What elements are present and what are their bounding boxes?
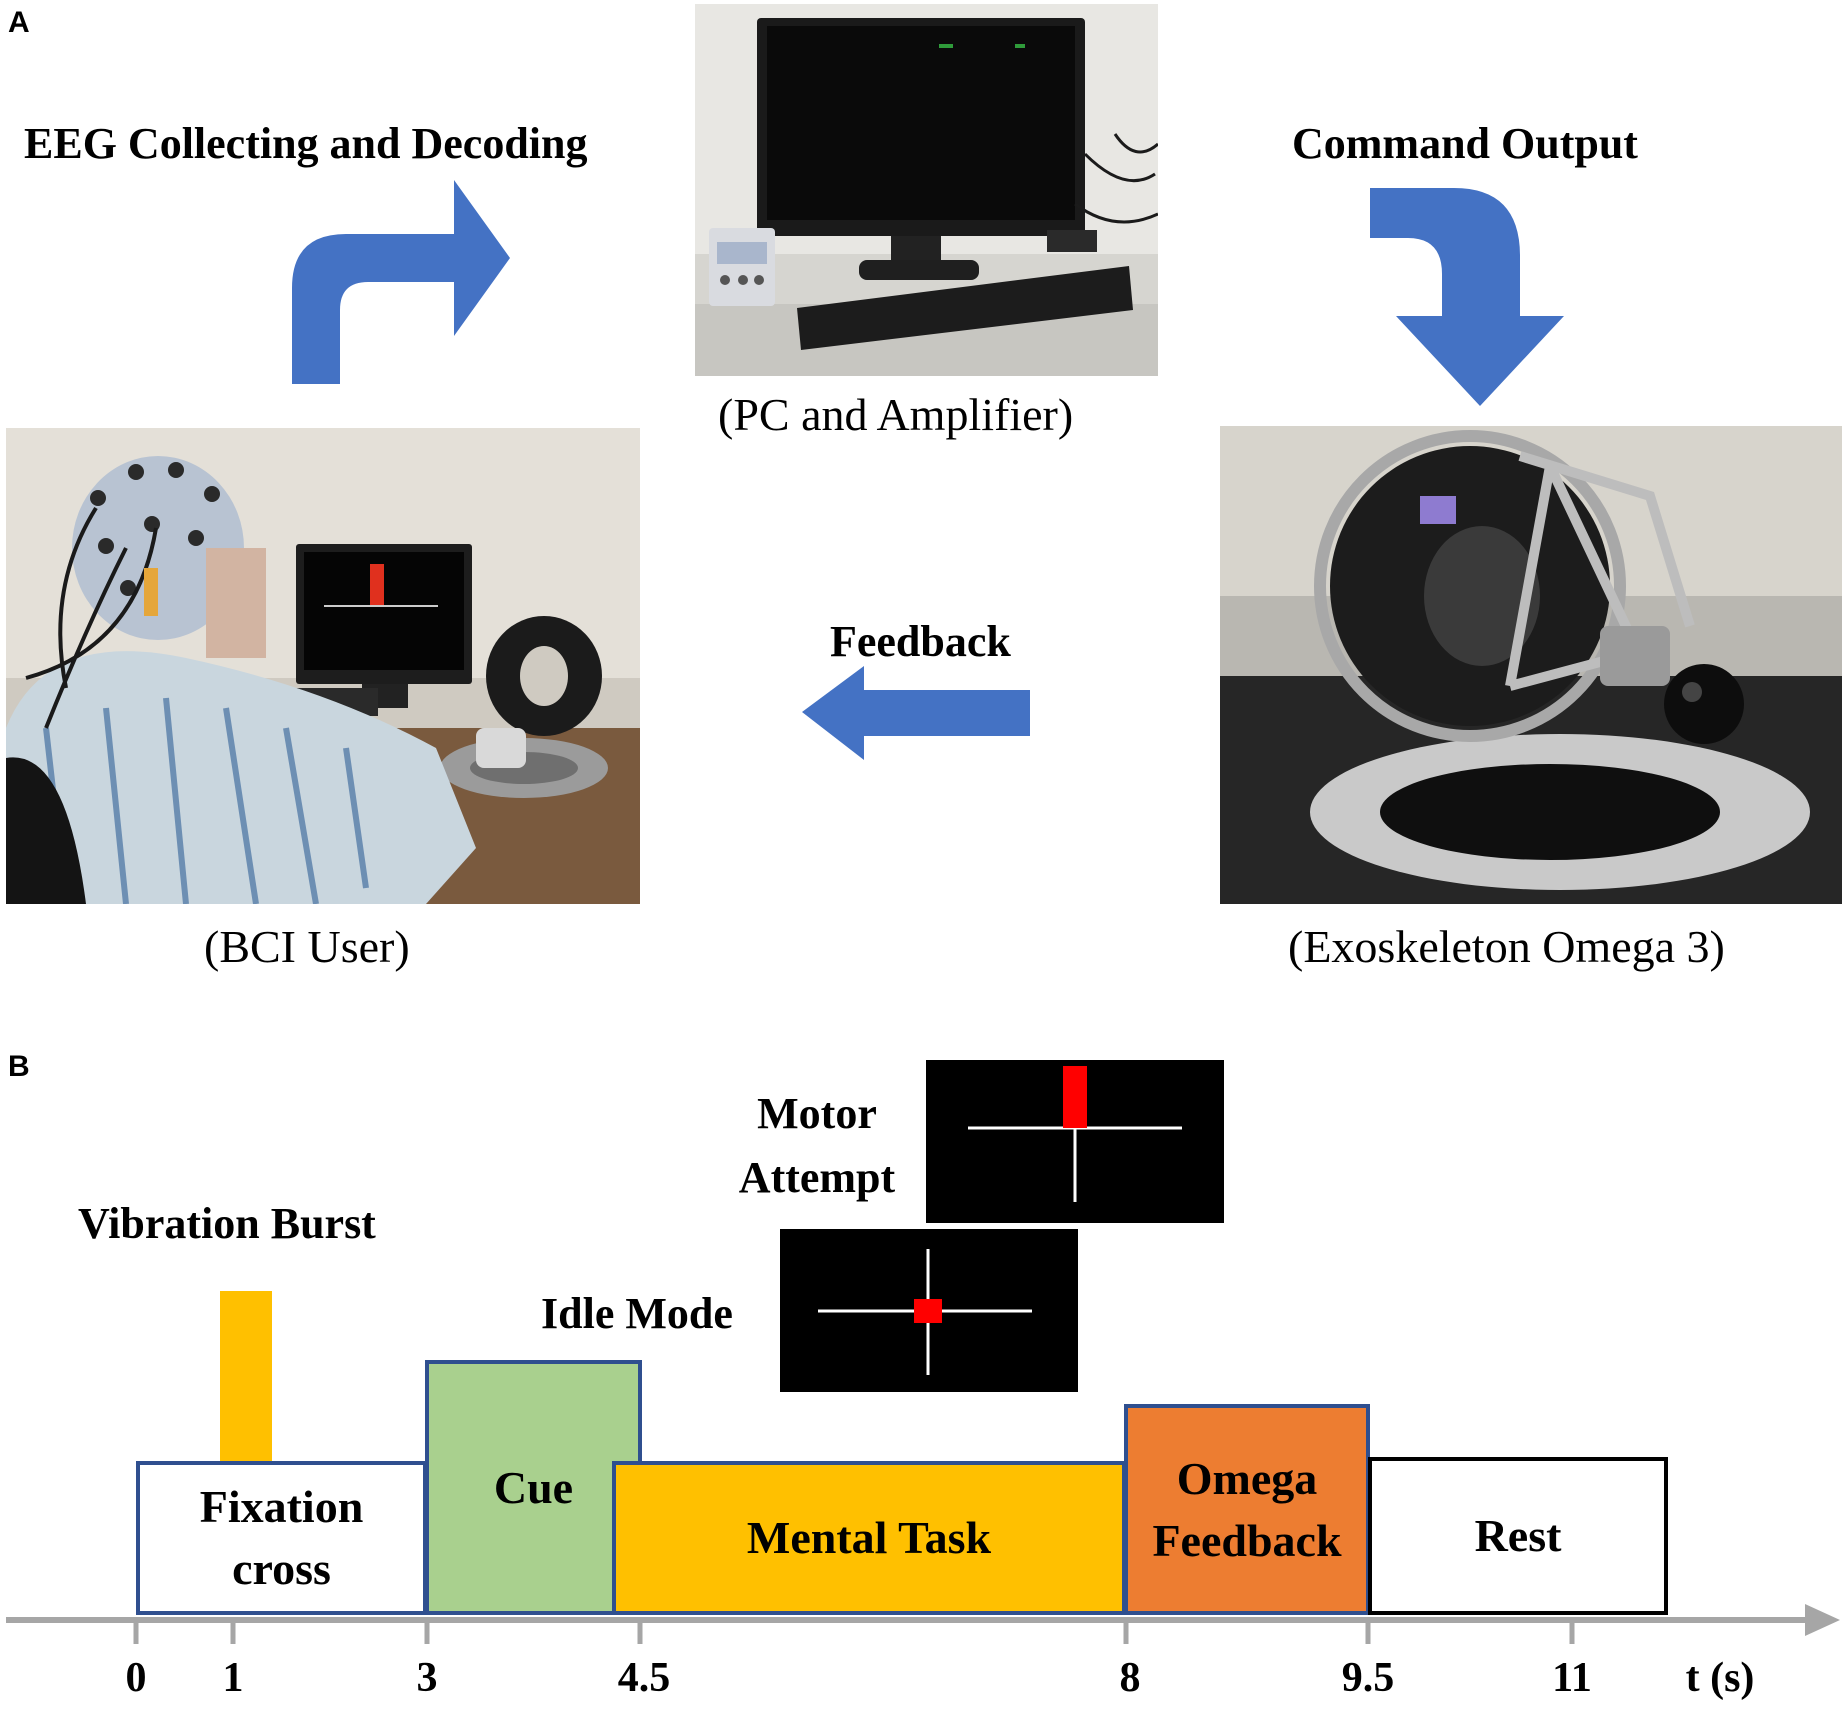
- axis-arrowhead-icon: [1805, 1604, 1840, 1636]
- pc-amplifier-photo: [695, 4, 1158, 376]
- rest-block: Rest: [1368, 1457, 1668, 1615]
- vibration-burst-bar: [220, 1291, 272, 1461]
- exoskeleton-photo: [1220, 426, 1842, 904]
- command-output-label: Command Output: [1292, 119, 1638, 168]
- eeg-collecting-label: EEG Collecting and Decoding: [24, 119, 588, 168]
- tick-label-0: 0: [125, 1655, 147, 1701]
- bci-user-caption: (BCI User): [204, 921, 410, 972]
- tick-label-4-5: 4.5: [617, 1655, 671, 1701]
- tick-label-11: 11: [1552, 1655, 1592, 1701]
- fixation-cross-block: Fixation cross: [136, 1461, 427, 1615]
- arrow-up-right-icon: [292, 180, 510, 384]
- motor-attempt-label: Motor Attempt: [738, 1089, 896, 1202]
- arrow-left-icon: [802, 666, 1030, 760]
- bci-user-photo: [6, 428, 640, 904]
- motor-attempt-bar: [1063, 1066, 1087, 1128]
- tick-label-1: 1: [222, 1655, 244, 1701]
- panel-b-label: B: [8, 1050, 30, 1083]
- cue-block: Cue: [425, 1360, 642, 1615]
- mental-task-block: Mental Task: [612, 1461, 1126, 1615]
- tick-label-3: 3: [416, 1655, 438, 1701]
- arrow-right-down-icon: [1370, 188, 1564, 406]
- tick-label-9-5: 9.5: [1341, 1655, 1395, 1701]
- exoskeleton-caption: (Exoskeleton Omega 3): [1288, 921, 1725, 972]
- time-unit-label: t (s): [1685, 1655, 1755, 1701]
- idle-mode-square: [914, 1299, 942, 1323]
- panel-a-label: A: [8, 6, 30, 39]
- feedback-label: Feedback: [830, 617, 1011, 666]
- vibration-burst-label: Vibration Burst: [78, 1199, 376, 1248]
- omega-feedback-block: Omega Feedback: [1124, 1404, 1370, 1615]
- pc-amplifier-caption: (PC and Amplifier): [718, 389, 1074, 440]
- motor-attempt-screen: [926, 1060, 1224, 1223]
- idle-mode-screen: [780, 1229, 1078, 1392]
- idle-mode-label: Idle Mode: [541, 1289, 733, 1338]
- tick-label-8: 8: [1119, 1655, 1141, 1701]
